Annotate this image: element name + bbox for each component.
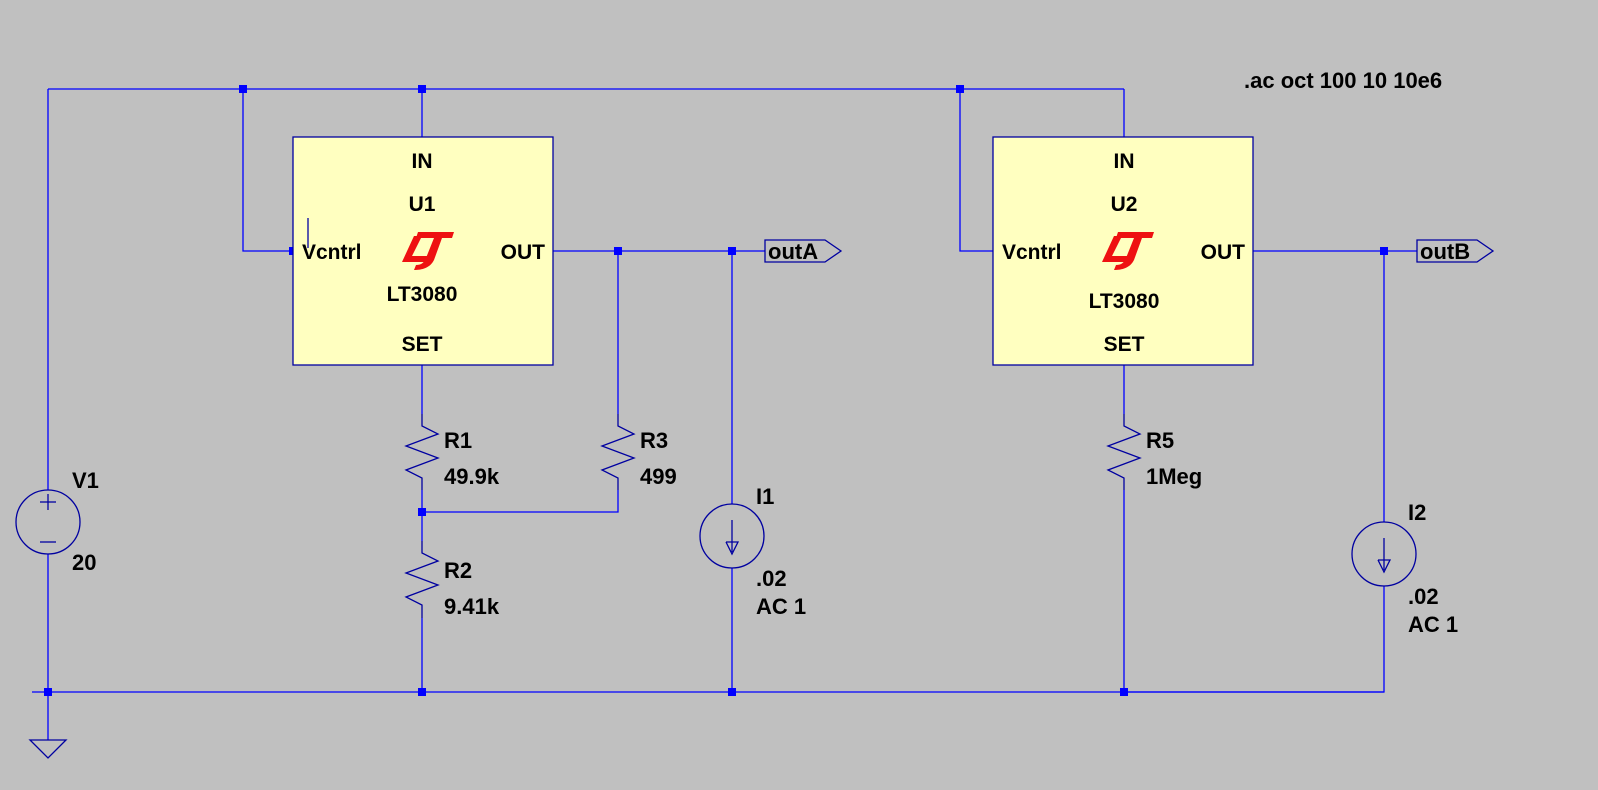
junction-dot xyxy=(728,247,736,255)
junction-dot xyxy=(614,247,622,255)
resistor-r1[interactable]: R1 49.9k xyxy=(404,414,500,490)
i1-value: .02 xyxy=(756,566,787,591)
junction-dot xyxy=(1120,688,1128,696)
resistor-icon xyxy=(404,541,440,618)
out-a-label: outA xyxy=(768,239,818,264)
junction-dot xyxy=(418,85,426,93)
junction-dot xyxy=(418,508,426,516)
u1-pin-out: OUT xyxy=(501,241,546,264)
resistor-icon xyxy=(404,414,440,490)
wire-u1-vctrl xyxy=(242,89,293,252)
regulator-u2[interactable]: IN U2 Vcntrl OUT LT3080 SET xyxy=(992,136,1254,366)
r3-name: R3 xyxy=(640,428,668,453)
r5-name: R5 xyxy=(1146,428,1174,453)
junction-dot xyxy=(239,85,247,93)
net-flag-icon xyxy=(764,239,843,263)
r3-value: 499 xyxy=(640,464,677,489)
r1-value: 49.9k xyxy=(444,464,500,489)
junction-dot xyxy=(956,85,964,93)
junction-dot xyxy=(1380,247,1388,255)
resistor-r5[interactable]: R5 1Meg xyxy=(1106,414,1202,490)
i2-name: I2 xyxy=(1408,500,1426,525)
junctions xyxy=(44,85,1388,696)
r2-value: 9.41k xyxy=(444,594,500,619)
spice-directive[interactable]: .ac oct 100 10 10e6 xyxy=(1244,68,1442,93)
resistor-r2[interactable]: R2 9.41k xyxy=(404,541,500,619)
r2-name: R2 xyxy=(444,558,472,583)
u1-pin-in: IN xyxy=(412,150,433,173)
i2-value: .02 xyxy=(1408,584,1439,609)
wire-i2-bottom xyxy=(1124,586,1385,693)
net-label-outb[interactable]: outB xyxy=(1416,239,1495,264)
out-b-label: outB xyxy=(1420,239,1470,264)
regulator-u1[interactable]: IN U1 Vcntrl OUT LT3080 SET xyxy=(292,136,554,366)
r5-value: 1Meg xyxy=(1146,464,1202,489)
current-source-i2[interactable]: I2 .02 AC 1 xyxy=(1351,500,1458,637)
u1-pin-set: SET xyxy=(402,333,443,356)
i1-ac: AC 1 xyxy=(756,594,806,619)
u2-pin-out: OUT xyxy=(1201,241,1246,264)
resistor-icon xyxy=(600,414,636,490)
junction-dot xyxy=(728,688,736,696)
wire-r3-bottom xyxy=(422,490,619,513)
u1-pin-vctrl: Vcntrl xyxy=(302,241,362,264)
wires xyxy=(32,88,1417,693)
u2-body xyxy=(992,136,1254,366)
u2-pin-in: IN xyxy=(1114,150,1135,173)
ground-icon xyxy=(28,692,68,759)
current-source-icon xyxy=(699,503,765,569)
u1-part: LT3080 xyxy=(387,283,458,306)
i2-ac: AC 1 xyxy=(1408,612,1458,637)
i1-name: I1 xyxy=(756,484,774,509)
resistor-icon xyxy=(1106,414,1142,490)
voltage-source-v1[interactable]: V1 20 xyxy=(15,468,99,575)
r1-name: R1 xyxy=(444,428,472,453)
resistor-r3[interactable]: R3 499 xyxy=(600,414,677,490)
net-flag-icon xyxy=(1416,239,1495,263)
u1-ref: U1 xyxy=(409,193,436,216)
current-source-i1[interactable]: I1 .02 AC 1 xyxy=(699,484,806,619)
u1-body xyxy=(292,136,554,366)
junction-dot xyxy=(418,688,426,696)
u2-part: LT3080 xyxy=(1089,290,1160,313)
v1-name: V1 xyxy=(72,468,99,493)
u2-ref: U2 xyxy=(1111,193,1138,216)
net-label-outa[interactable]: outA xyxy=(764,239,843,264)
voltage-source-icon xyxy=(15,489,81,555)
v1-value: 20 xyxy=(72,550,96,575)
u2-pin-vctrl: Vcntrl xyxy=(1002,241,1062,264)
wire-u2-vctrl xyxy=(959,89,993,252)
u2-pin-set: SET xyxy=(1104,333,1145,356)
current-source-icon xyxy=(1351,521,1417,587)
